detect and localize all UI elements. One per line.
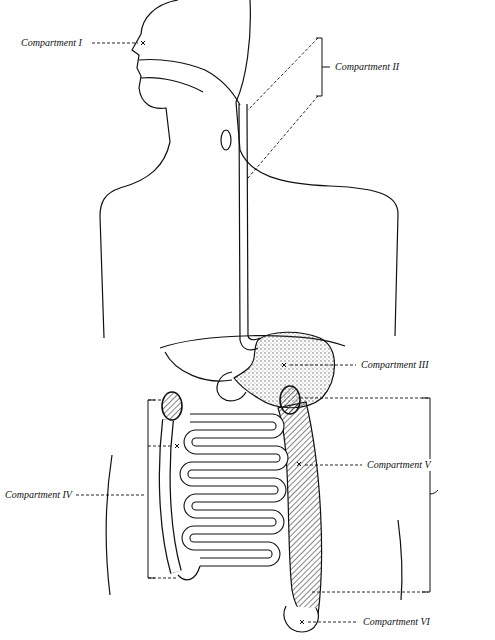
compartment-label: Compartment I: [20, 37, 83, 49]
compartment-label: Compartment V: [366, 459, 432, 471]
compartment-label: Compartment IV: [4, 489, 73, 501]
compartment-label: Compartment III: [360, 359, 430, 371]
compartment-label: Compartment II: [334, 61, 400, 73]
compartment-label: Compartment VI: [362, 616, 431, 628]
